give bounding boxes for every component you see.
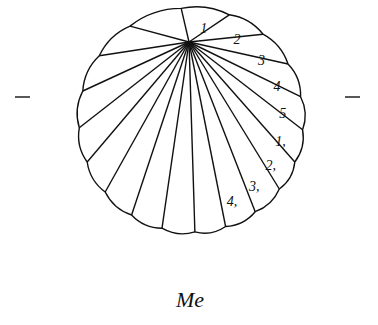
wedge-line <box>130 26 189 42</box>
figure-label: Me <box>176 289 204 311</box>
callout-number: 2 <box>234 33 241 47</box>
callout-number: 1 <box>200 22 207 36</box>
axis-mark <box>345 96 360 97</box>
wedge-line <box>189 34 263 42</box>
callout-number: 3 <box>258 54 265 68</box>
wedge-line <box>181 8 189 42</box>
wedge-line <box>189 42 195 232</box>
wedge-line <box>105 42 189 192</box>
callout-number: 5 <box>279 107 286 121</box>
axis-mark <box>15 96 30 97</box>
wedge-line <box>189 42 279 189</box>
callout-number: 4 <box>273 80 280 94</box>
wedge-line <box>189 42 295 162</box>
callout-number: 1, <box>275 135 286 149</box>
outline <box>77 7 305 234</box>
callout-number: 4, <box>227 195 238 209</box>
callout-number: 3, <box>249 180 260 194</box>
wedge-line <box>99 42 189 56</box>
callout-number: 2, <box>265 159 276 173</box>
wedge-line <box>189 42 255 212</box>
wedge-line <box>79 42 189 128</box>
wedge-line <box>87 42 189 162</box>
wedge-line <box>83 42 189 91</box>
